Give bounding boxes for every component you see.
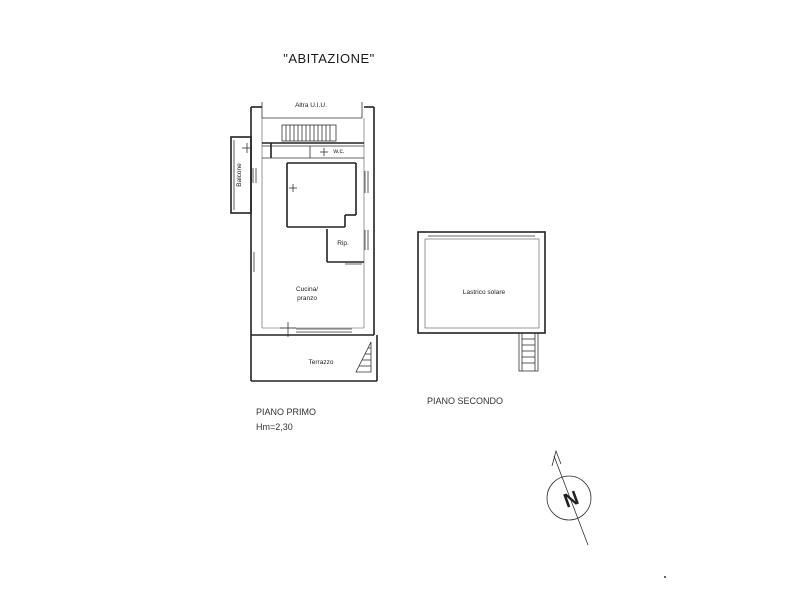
storage-walls [326, 229, 364, 265]
wc-walls [262, 142, 364, 159]
left-wall-openings [242, 143, 369, 337]
roof-terrace-staircase [518, 332, 539, 372]
ceiling-height-caption: Hm=2,30 [256, 422, 293, 432]
central-room [286, 162, 357, 228]
roof-terrace-label: Lastrico solare [463, 289, 506, 296]
kitchen-label-line2: pranzo [297, 295, 317, 302]
page-title: "ABITAZIONE" [283, 51, 375, 66]
balcony: Balcone [230, 136, 252, 214]
north-compass: N [546, 449, 592, 546]
terrace-label: Terrazzo [309, 359, 334, 366]
wc-label: w.c. [332, 148, 344, 155]
staircase [281, 124, 337, 142]
kitchen-label-line1: Cucina/ [296, 286, 318, 293]
terrace-staircase [355, 341, 372, 373]
terrace [250, 335, 378, 382]
other-unit-label: Altra U.I.U. [295, 102, 327, 109]
north-letter: N [561, 487, 582, 513]
second-floor-plan: Lastrico solare PIANO SECONDO [417, 231, 546, 406]
other-unit-area [261, 102, 363, 119]
balcony-label: Balcone [236, 163, 243, 187]
second-floor-caption: PIANO SECONDO [427, 396, 503, 406]
storage-label: Rip. [337, 240, 349, 247]
first-floor-caption: PIANO PRIMO [256, 407, 316, 417]
page-mark [664, 576, 666, 578]
first-floor-plan: Balcone Altra U.I.U. w.c. Rip. Cucina/ p… [230, 102, 378, 432]
